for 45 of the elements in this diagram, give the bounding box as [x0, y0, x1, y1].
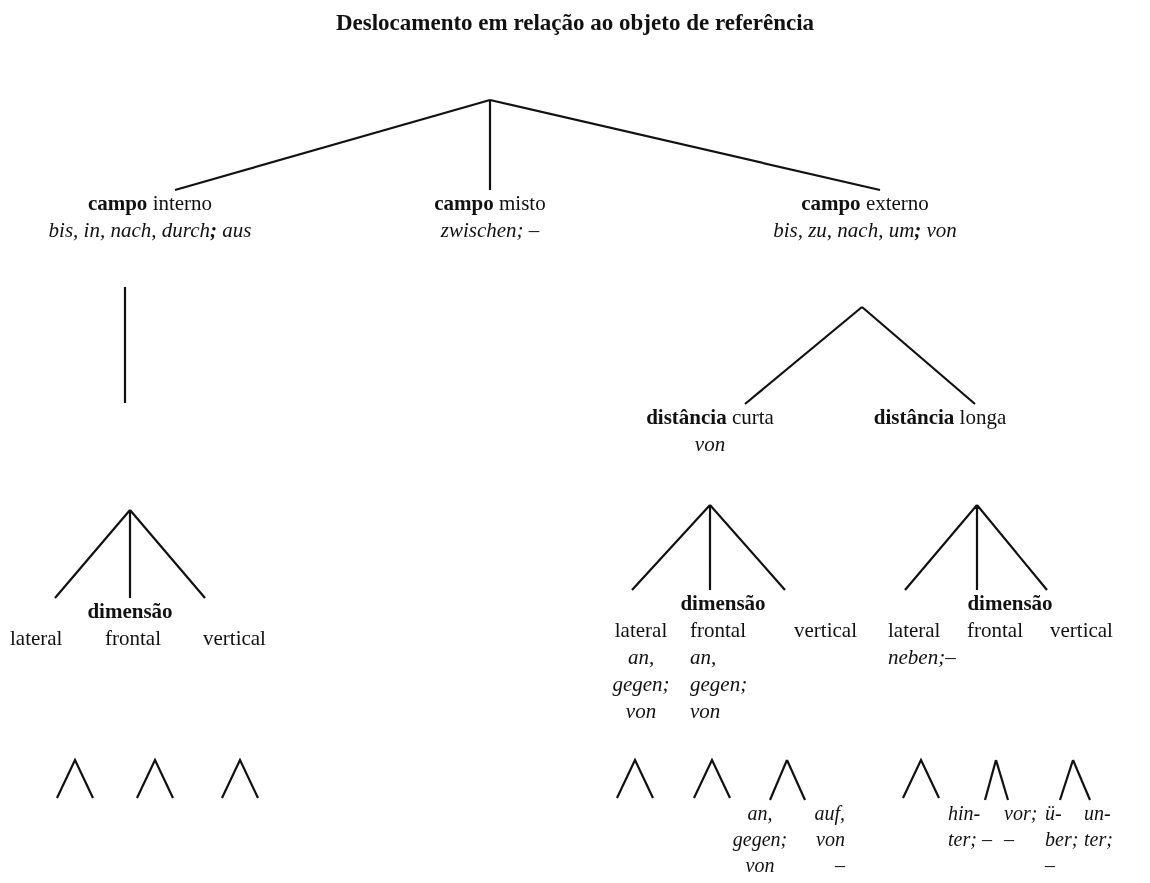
- category-label: frontal: [967, 617, 1023, 644]
- preposition-list: bis, in, nach, durch; aus: [48, 217, 252, 244]
- preposition-list: ü- ber; –: [1045, 800, 1081, 878]
- category-label: campo misto: [434, 190, 546, 217]
- preposition-list: auf, von –: [803, 800, 845, 878]
- tree-branch-line: [53, 508, 207, 600]
- group-heading: dimensão: [966, 590, 1054, 617]
- tree-branch-line: [1072, 759, 1091, 801]
- preposition-list: an, gegen; von: [725, 800, 795, 878]
- category-label: vertical: [794, 617, 857, 644]
- tree-branch-line: [489, 98, 881, 192]
- group-heading: dimensão: [679, 590, 767, 617]
- category-label: vertical: [1050, 617, 1113, 644]
- diagram-title: Deslocamento em relação ao objeto de referência: [0, 10, 1150, 36]
- category-label: lateral: [10, 625, 90, 652]
- preposition-list: neben;–: [888, 644, 956, 671]
- category-label: lateral: [614, 617, 668, 644]
- preposition-list: un- ter;: [1084, 800, 1134, 852]
- tree-branch-line: [994, 759, 1010, 801]
- preposition-list: an, gegen; von: [690, 644, 770, 725]
- tree-branch-line: [630, 503, 787, 592]
- tree-branch-line: [769, 759, 788, 801]
- preposition-list: bis, zu, nach, um; von: [773, 217, 957, 244]
- tree-branch-line: [123, 287, 127, 403]
- category-label: frontal: [690, 617, 746, 644]
- category-label: campo interno: [87, 190, 213, 217]
- tree-branch-line: [744, 306, 863, 405]
- tree-branch-line: [488, 100, 492, 190]
- tree-branch-line: [861, 306, 976, 405]
- category-label: distância longa: [873, 404, 1007, 431]
- preposition-list: zwischen; –: [440, 217, 540, 244]
- category-label: vertical: [203, 625, 303, 652]
- group-heading: dimensão: [86, 598, 174, 625]
- tree-branch-line: [903, 503, 1049, 592]
- category-label: lateral: [888, 617, 941, 644]
- preposition-list: vor; –: [1004, 800, 1042, 852]
- tree-branch-line: [1058, 759, 1075, 801]
- preposition-list: von: [694, 431, 726, 458]
- category-label: frontal: [105, 625, 190, 652]
- preposition-list: an, gegen; von: [603, 644, 679, 725]
- category-label: distância curta: [646, 404, 774, 431]
- category-label: campo externo: [801, 190, 929, 217]
- tree-branch-line: [983, 759, 998, 801]
- tree-branch-line: [786, 759, 806, 801]
- tree-branch-line: [174, 98, 491, 192]
